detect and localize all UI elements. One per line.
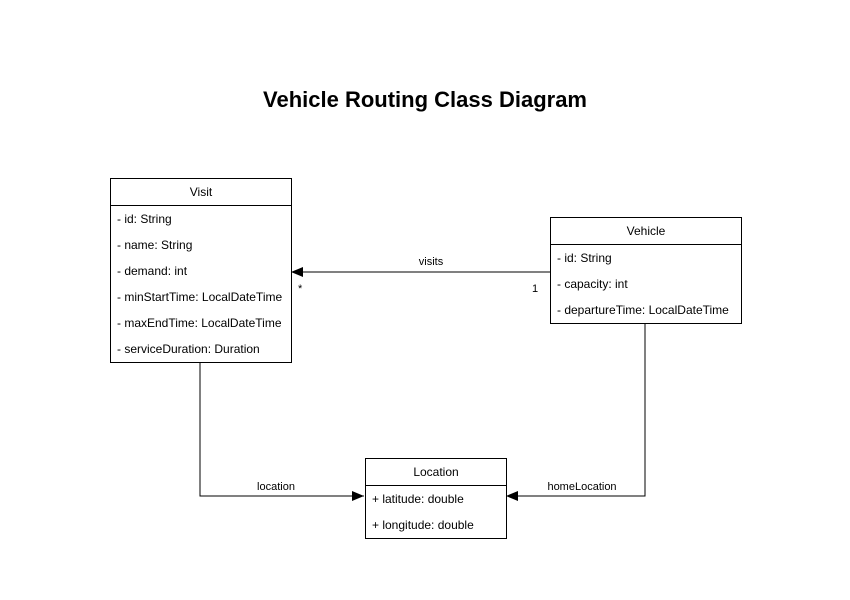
- class-location-attr-latitude: + latitude: double: [372, 492, 464, 506]
- class-visit-attributes: - id: String - name: String - demand: in…: [111, 206, 291, 362]
- class-location[interactable]: Location + latitude: double + longitude:…: [365, 458, 507, 539]
- class-location-attr-longitude: + longitude: double: [372, 518, 474, 532]
- class-location-title: Location: [366, 459, 506, 486]
- class-vehicle-attr-id: - id: String: [557, 251, 612, 265]
- edge-home-location-label: homeLocation: [545, 481, 619, 494]
- class-location-attributes: + latitude: double + longitude: double: [366, 486, 506, 538]
- class-vehicle-attr-capacity: - capacity: int: [557, 277, 628, 291]
- class-vehicle[interactable]: Vehicle - id: String - capacity: int - d…: [550, 217, 742, 324]
- edge-visits-target-multiplicity: *: [298, 283, 303, 295]
- class-visit-title: Visit: [111, 179, 291, 206]
- class-visit-attr-demand: - demand: int: [117, 264, 188, 278]
- class-vehicle-attributes: - id: String - capacity: int - departure…: [551, 245, 741, 323]
- class-visit-attr-id: - id: String: [117, 212, 172, 226]
- edge-visits-source-multiplicity: 1: [532, 283, 539, 295]
- edge-location-line[interactable]: [199, 361, 364, 501]
- class-visit-attr-service-duration: - serviceDuration: Duration: [117, 342, 260, 356]
- class-vehicle-title: Vehicle: [551, 218, 741, 245]
- edge-home-location-line[interactable]: [506, 322, 646, 501]
- diagram-title: Vehicle Routing Class Diagram: [263, 87, 587, 112]
- edge-location-label: location: [255, 481, 297, 494]
- class-vehicle-attr-departure-time: - departureTime: LocalDateTime: [557, 303, 729, 317]
- class-visit[interactable]: Visit - id: String - name: String - dema…: [110, 178, 292, 363]
- edge-visits-label: visits: [416, 256, 446, 269]
- class-visit-attr-name: - name: String: [117, 238, 193, 252]
- class-visit-attr-min-start-time: - minStartTime: LocalDateTime: [117, 290, 283, 304]
- class-visit-attr-max-end-time: - maxEndTime: LocalDateTime: [117, 316, 282, 330]
